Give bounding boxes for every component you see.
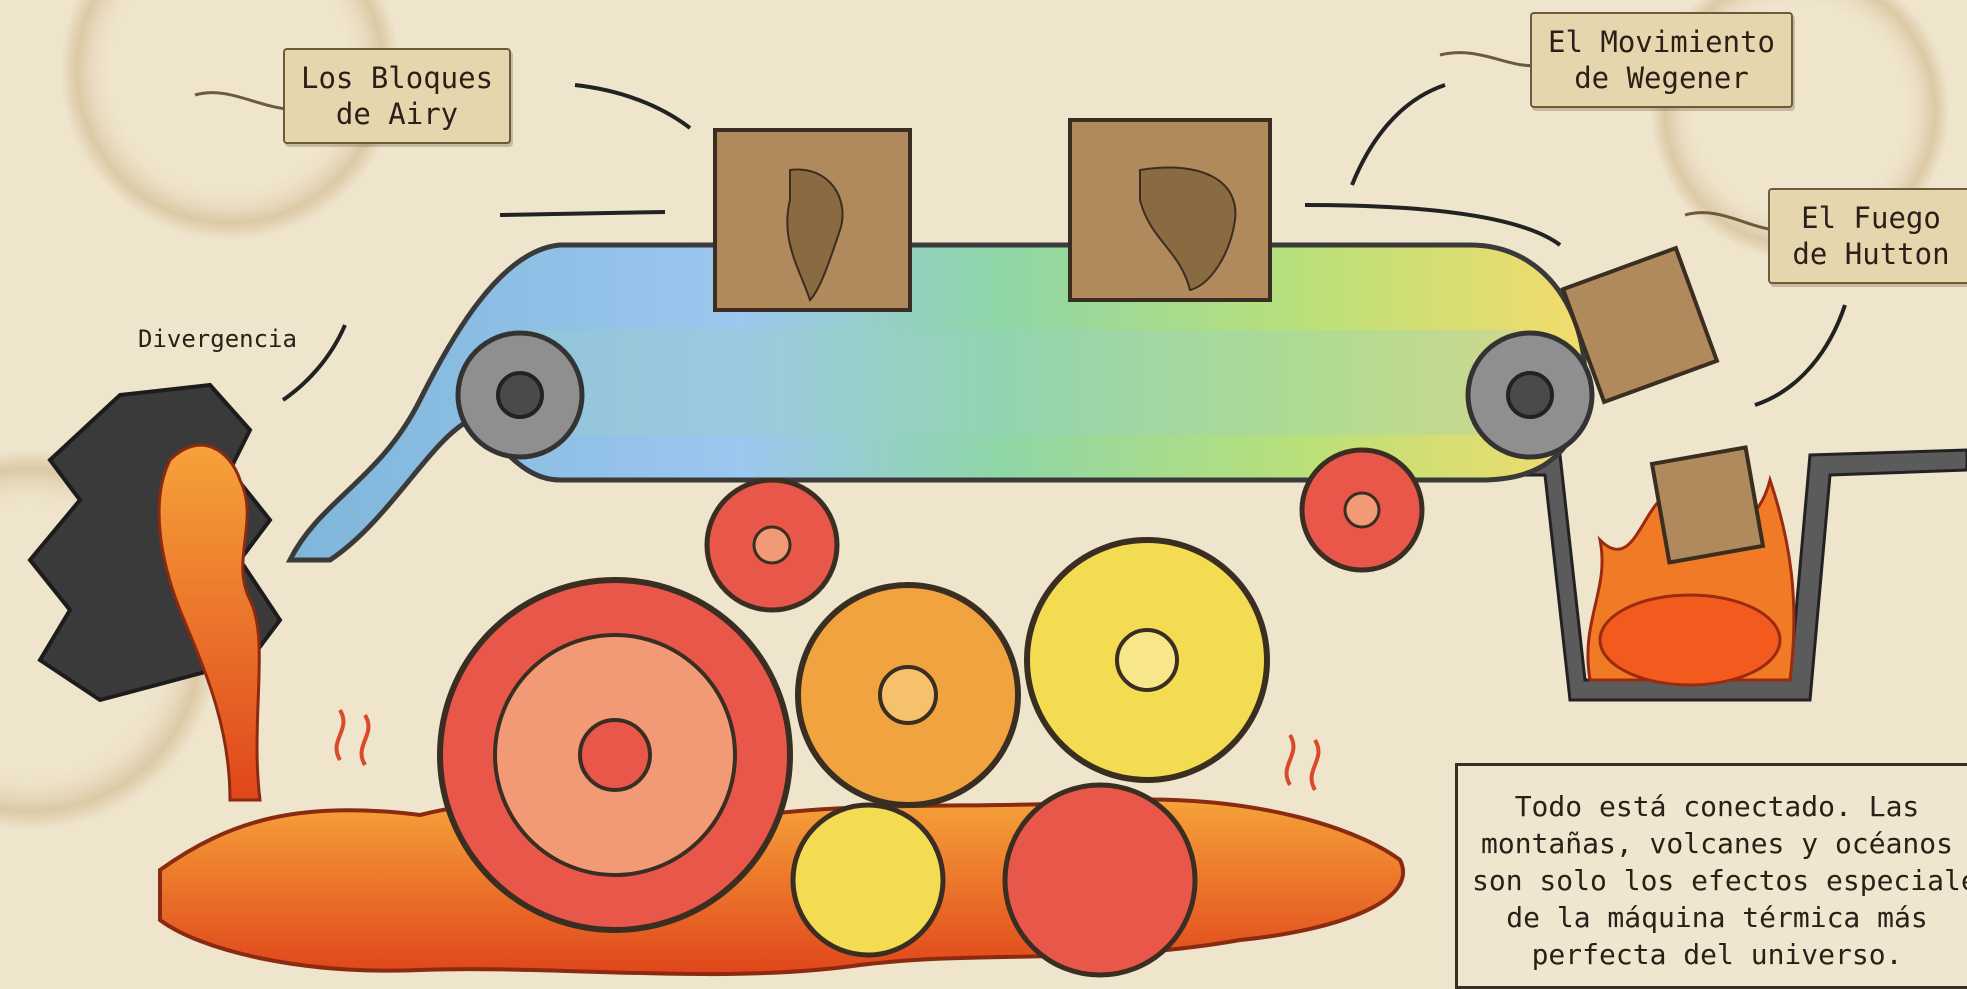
tag-hutton-line2: de Hutton xyxy=(1792,237,1950,271)
roller-right xyxy=(1465,330,1595,460)
note-line: Todo está conectado. Las xyxy=(1514,790,1920,823)
note-line: de la máquina térmica más xyxy=(1506,901,1928,934)
heat-wisp xyxy=(1284,733,1321,792)
gear-icon xyxy=(704,477,840,613)
tag-wegener-line1: El Movimiento xyxy=(1548,25,1775,59)
note-line: perfecta del universo. xyxy=(1531,938,1903,971)
tag-airy-blocks: Los Bloques de Airy xyxy=(283,48,512,144)
roller-left xyxy=(455,330,585,460)
gear-icon xyxy=(1002,782,1198,978)
conveyor-belt xyxy=(285,242,1588,563)
tag-hutton-line1: El Fuego xyxy=(1801,201,1941,235)
gear-icon xyxy=(790,802,946,958)
gear-icon xyxy=(437,577,793,933)
gear-icon xyxy=(1299,447,1425,573)
cardboard-box-icon xyxy=(1649,445,1766,565)
cardboard-box-icon xyxy=(1068,118,1272,302)
lava-pool xyxy=(158,797,1405,977)
gear-icon xyxy=(795,582,1021,808)
cardboard-box-icon xyxy=(713,128,912,312)
heat-wisp xyxy=(334,708,371,767)
note-line: son solo los efectos especiales xyxy=(1472,864,1967,897)
tag-string xyxy=(1439,51,1541,68)
tag-hutton-fire: El Fuego de Hutton xyxy=(1768,188,1967,284)
tag-airy-line2: de Airy xyxy=(335,97,459,131)
note-line: montañas, volcanes y océanos xyxy=(1480,827,1953,860)
tag-wegener-line2: de Wegener xyxy=(1574,61,1749,95)
crack-lava xyxy=(157,443,262,802)
tag-airy-line1: Los Bloques xyxy=(301,61,494,95)
pot-magma xyxy=(1598,593,1782,687)
gear-icon xyxy=(1024,537,1270,783)
tag-wegener-movement: El Movimiento de Wegener xyxy=(1530,12,1793,108)
divergence-label: Divergencia xyxy=(138,325,297,353)
caption-note: Todo está conectado. Las montañas, volca… xyxy=(1455,763,1967,989)
cardboard-box-icon xyxy=(1560,245,1720,405)
pointer-arrows xyxy=(281,83,1847,407)
